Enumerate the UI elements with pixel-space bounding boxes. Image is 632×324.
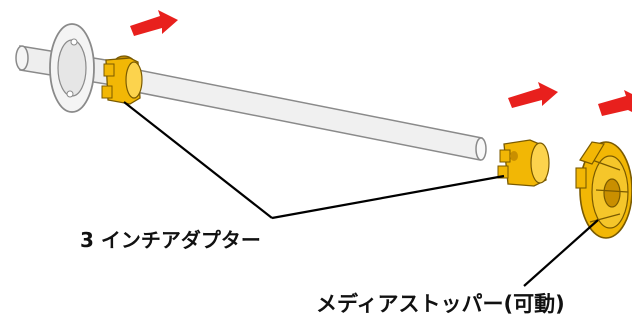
three-inch-adapter: [102, 56, 142, 104]
stopper-leader-line: [524, 220, 598, 286]
three-inch-adapter: [498, 140, 549, 186]
stopper-label: メディアストッパー(可動): [316, 288, 565, 318]
adapter-label: 3 インチアダプター: [80, 224, 261, 253]
media-stopper: [576, 142, 632, 238]
push-arrow-icon: [508, 82, 558, 108]
push-arrow-icon: [598, 90, 632, 116]
push-arrow-icon: [130, 10, 178, 36]
roll-spindle: [16, 24, 486, 160]
